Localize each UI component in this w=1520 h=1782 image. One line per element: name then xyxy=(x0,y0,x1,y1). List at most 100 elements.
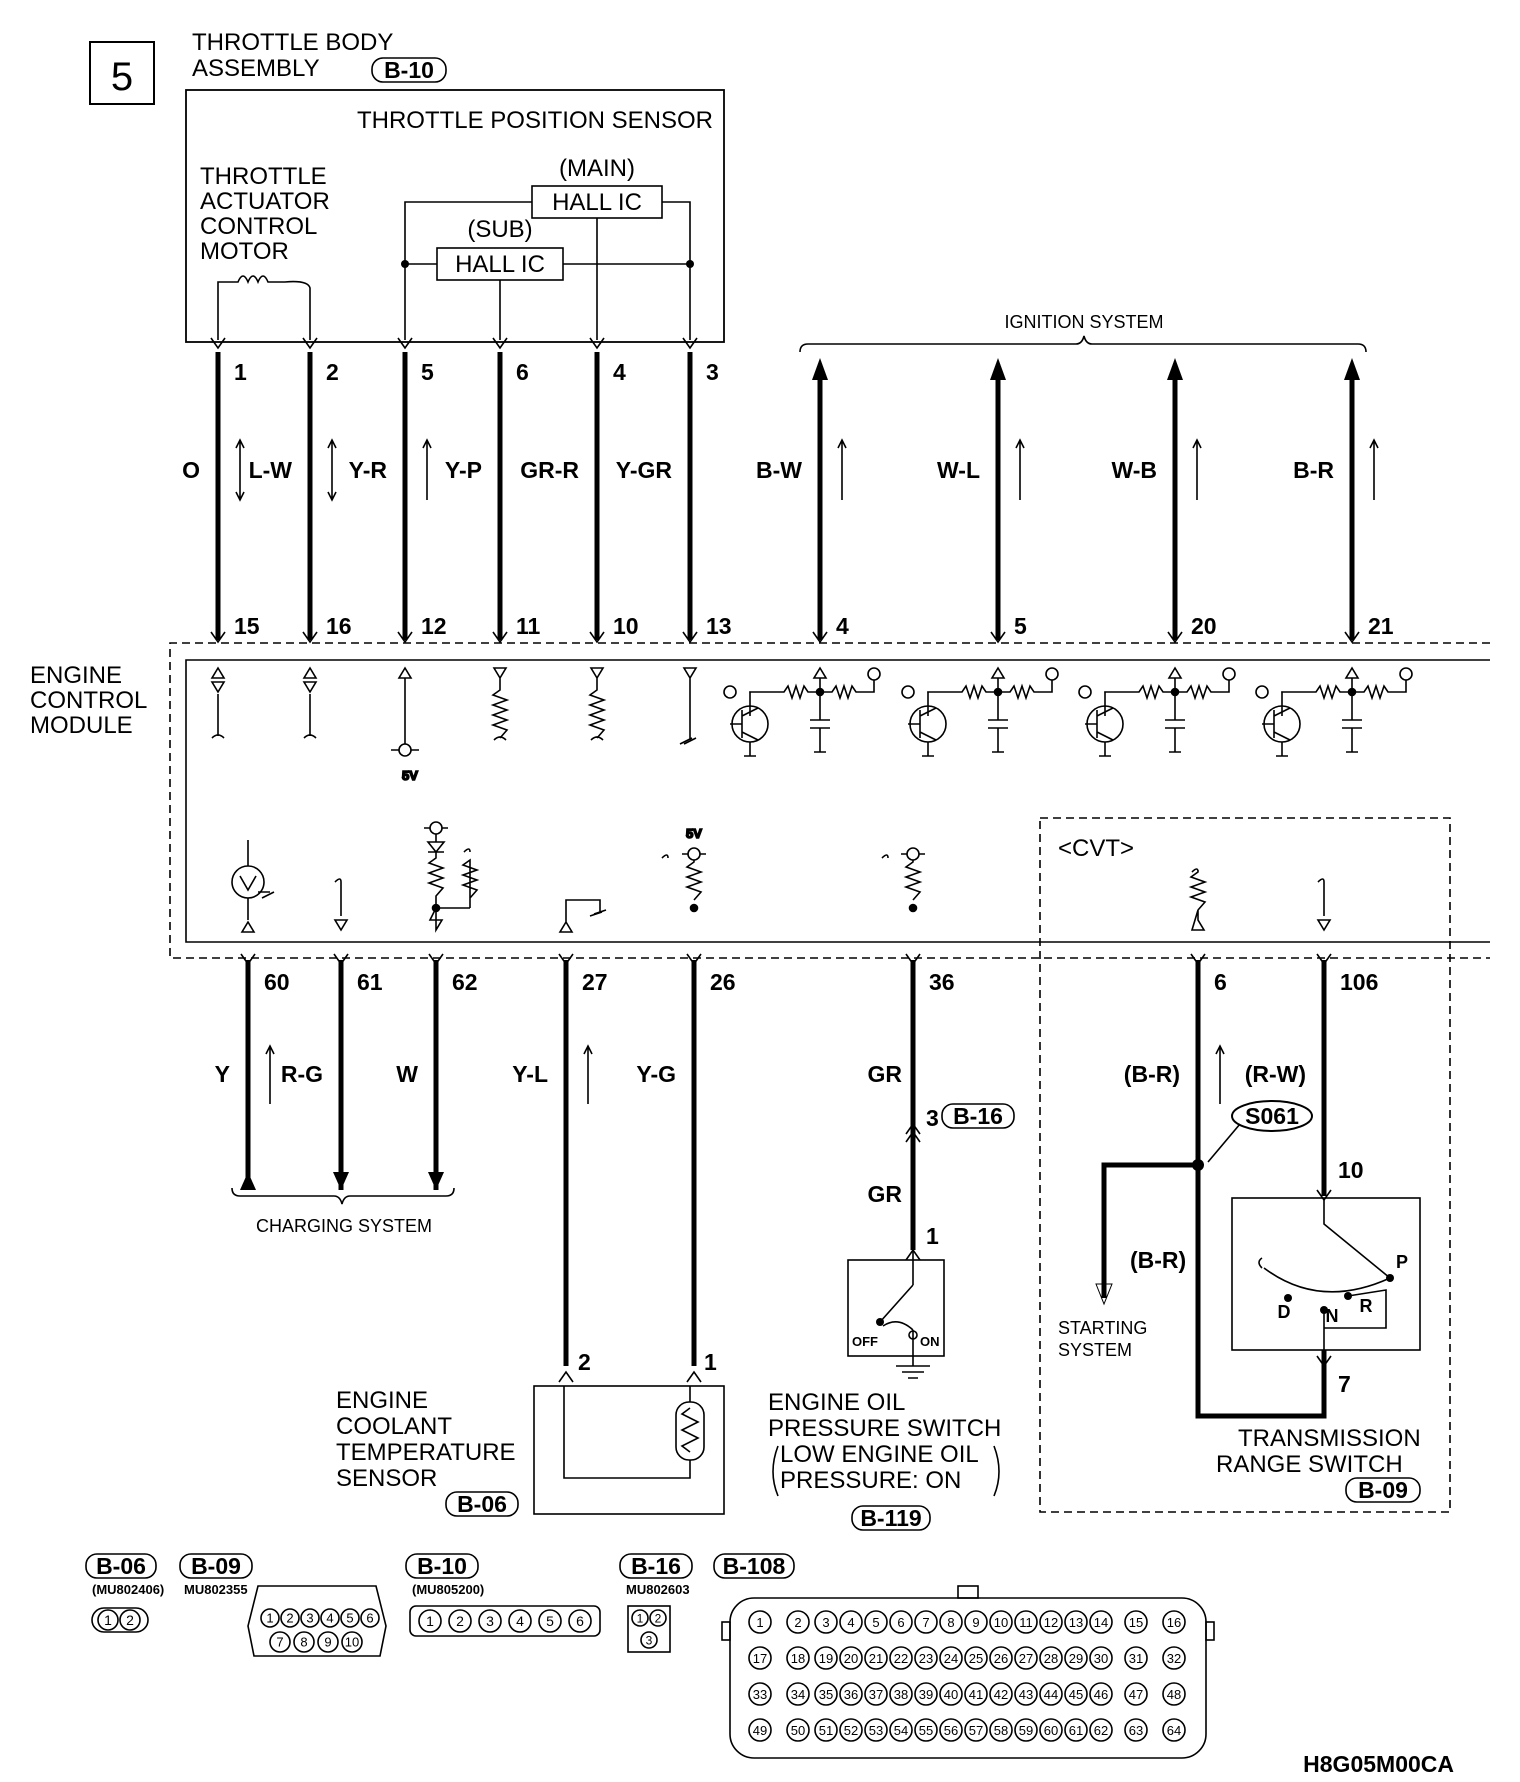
wire-color-label: (R-W) xyxy=(1245,1061,1306,1087)
tps-internal-wiring xyxy=(404,201,691,340)
regulator-icon xyxy=(231,865,265,899)
ecm-resistor-circuit xyxy=(1281,683,1352,716)
ecm-connector-pin xyxy=(939,1682,963,1706)
coolant-sensor-internal xyxy=(563,1386,691,1479)
wire-color-label: W xyxy=(396,1061,418,1087)
ecm-pin-triangle-icon xyxy=(302,681,318,694)
pin-marker-icon xyxy=(589,631,605,644)
wire-color-label: Y-G xyxy=(636,1061,676,1087)
ecm-connector-pin-label: 18 xyxy=(791,1651,805,1666)
ecm-pin-label: 21 xyxy=(1368,613,1394,639)
pin-marker-icon xyxy=(686,1370,702,1383)
supply-node-icon xyxy=(901,685,915,699)
ecm-resistor-circuit xyxy=(661,853,706,901)
connector-tag xyxy=(405,1553,479,1579)
ecm-connector-pin xyxy=(1014,1718,1038,1742)
connector-pin-label: 1 xyxy=(266,1611,273,1626)
ecm-pin-label: 60 xyxy=(264,969,290,995)
connector-pin-label: 1 xyxy=(637,1611,644,1625)
ecm-pin-triangle-icon xyxy=(1167,666,1183,679)
connector-part-number: (MU805200) xyxy=(412,1582,484,1597)
splice-leader xyxy=(1207,1123,1241,1163)
starting-branch xyxy=(1101,1162,1198,1298)
ecm-connector-pin-label: 44 xyxy=(1044,1687,1058,1702)
pin-marker-icon xyxy=(905,953,921,966)
connector-shell xyxy=(91,1607,149,1633)
ecm-connector-pin xyxy=(1014,1646,1038,1670)
connector-tag xyxy=(179,1553,253,1579)
connector-pin-label: 4 xyxy=(326,1611,333,1626)
ecm-connector-pin xyxy=(989,1646,1013,1670)
ecm-connector-pin-label: 20 xyxy=(844,1651,858,1666)
oil-switch-contact xyxy=(879,1140,930,1379)
connector-pin xyxy=(269,1631,291,1653)
pin-marker-icon xyxy=(302,337,318,350)
ecm-resistor-circuit xyxy=(749,683,820,716)
trs-switch xyxy=(1263,1198,1391,1350)
ecm-connector-pin-label: 40 xyxy=(944,1687,958,1702)
ecm-circuit xyxy=(239,840,275,933)
connector-pin-label: 1 xyxy=(426,1613,434,1629)
connector-pin-label: 6 xyxy=(576,1613,584,1629)
ecm-connector-pin xyxy=(839,1682,863,1706)
connector-pin xyxy=(341,1631,363,1653)
ecm-resistor-circuit xyxy=(587,667,607,739)
ecm-connector-pin xyxy=(864,1646,888,1670)
connector-pin-label: 10 xyxy=(345,1635,359,1650)
ecm-connector-pin-label: 2 xyxy=(794,1615,801,1630)
ecm-resistor-circuit xyxy=(1352,680,1407,701)
oil-switch-box xyxy=(847,1259,945,1357)
pin-marker-icon xyxy=(1344,631,1360,644)
connector-pin xyxy=(418,1609,442,1633)
signal-direction-icon xyxy=(1215,1044,1225,1104)
ecm-connector-pin xyxy=(889,1646,913,1670)
connector-shell xyxy=(247,1585,387,1657)
ecm-connector-pin xyxy=(1014,1682,1038,1706)
connector-pin xyxy=(317,1631,339,1653)
throttle-body-title: THROTTLE BODY xyxy=(192,29,393,56)
ecm-pin-triangle-icon xyxy=(812,666,828,679)
top-pin-label: 5 xyxy=(421,359,434,385)
figure-number-box xyxy=(89,41,155,105)
oil-switch-off: OFF xyxy=(852,1334,878,1349)
pin-marker-icon xyxy=(302,631,318,644)
wire-color-label: W-B xyxy=(1111,457,1157,483)
ecm-pin-triangle-icon xyxy=(990,666,1006,679)
ecm-connector-pin-label: 34 xyxy=(791,1687,805,1702)
ignition-system-label: IGNITION SYSTEM xyxy=(1004,312,1163,332)
ecm-connector-pin xyxy=(1089,1682,1113,1706)
ecm-connector-pin-label: 57 xyxy=(969,1723,983,1738)
motor-coil-icon xyxy=(217,275,311,340)
tps-label: THROTTLE POSITION SENSOR xyxy=(357,107,713,134)
ecm-connector-pin-label: 39 xyxy=(919,1687,933,1702)
signal-direction-icon xyxy=(235,438,245,502)
ecm-connector-pin xyxy=(964,1646,988,1670)
coolant-label-1: ENGINE xyxy=(336,1387,428,1414)
pin-marker-icon xyxy=(397,631,413,644)
ecm-connector-pin-label: 25 xyxy=(969,1651,983,1666)
connector-lock xyxy=(957,1585,979,1599)
ecm-connector-pin xyxy=(914,1646,938,1670)
pin-marker-icon xyxy=(682,337,698,350)
ecm-connector-pin-label: 10 xyxy=(994,1615,1008,1630)
ecm-connector-pin xyxy=(889,1610,913,1634)
connector-pin-label: 3 xyxy=(306,1611,313,1626)
supply-node-icon xyxy=(723,685,737,699)
supply-node-icon xyxy=(429,821,443,835)
ecm-ground-circuit xyxy=(679,667,698,745)
motor-label-2: ACTUATOR xyxy=(200,188,330,215)
connector-pin xyxy=(97,1609,119,1631)
ecm-connector-pin xyxy=(989,1610,1013,1634)
wire-color-label: Y-GR xyxy=(616,457,673,483)
cvt-label: <CVT> xyxy=(1058,835,1134,862)
ecm-pin-triangle-icon xyxy=(1344,666,1360,679)
ecm-connector-pin xyxy=(1064,1682,1088,1706)
connector-pin xyxy=(360,1608,380,1628)
top-pin-label: 1 xyxy=(234,359,247,385)
connector-pin-label: 1 xyxy=(104,1612,112,1628)
pin-marker-icon xyxy=(812,631,828,644)
motor-label-3: CONTROL xyxy=(200,213,317,240)
starting-system-1: STARTING xyxy=(1058,1318,1147,1338)
connector-pin xyxy=(300,1608,320,1628)
